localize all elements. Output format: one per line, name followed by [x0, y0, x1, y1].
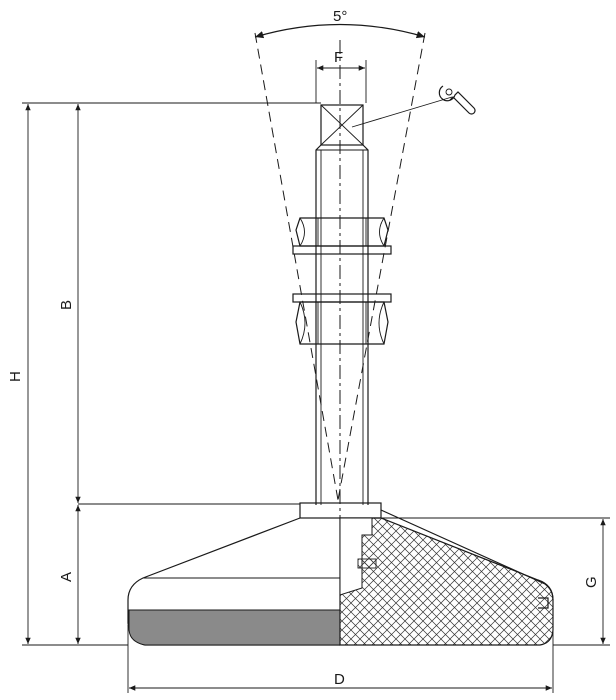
d-label: D [334, 671, 345, 688]
f-label: F [334, 49, 343, 66]
a-label: A [58, 572, 75, 582]
b-label: B [58, 300, 75, 310]
dimension-h [22, 102, 321, 646]
angle-label: 5° [333, 8, 347, 25]
upper-nut [292, 217, 392, 255]
base-pad [127, 502, 554, 646]
dimension-b [75, 104, 300, 505]
dimension-g [381, 517, 610, 646]
angle-cone [254, 23, 426, 501]
wrench-icon [351, 85, 476, 128]
dimension-f [315, 60, 367, 103]
threaded-stem [315, 104, 369, 505]
lower-nut [292, 293, 392, 345]
h-label: H [7, 371, 24, 382]
dimension-d [127, 625, 554, 693]
g-label: G [583, 576, 600, 588]
